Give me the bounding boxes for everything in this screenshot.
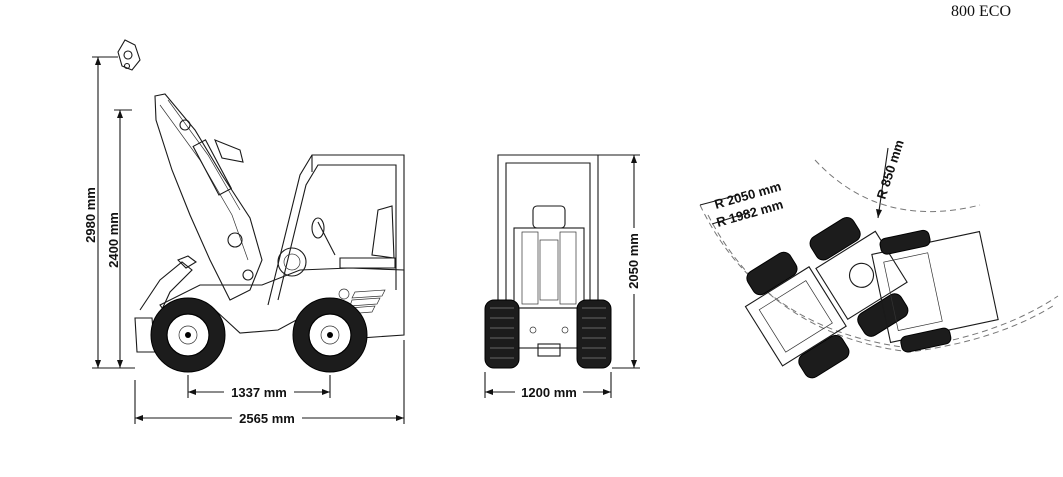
dim-2050: 2050 mm	[598, 154, 642, 369]
dim-1200: 1200 mm	[484, 372, 612, 400]
dim-label-2980: 2980 mm	[83, 187, 98, 243]
dim-label-2050: 2050 mm	[626, 233, 641, 289]
dim-r850: R 850 mm	[874, 138, 907, 219]
dim-2400: 2400 mm	[106, 109, 132, 368]
side-view: 2980 mm 2400 mm	[83, 39, 405, 426]
dim-1337: 1337 mm	[187, 375, 331, 400]
model-label: 800 ECO	[951, 3, 1011, 20]
cab	[267, 154, 405, 306]
dim-label-1337: 1337 mm	[231, 385, 287, 400]
front-tyre-right	[576, 299, 612, 369]
dim-2565: 2565 mm	[134, 340, 405, 426]
front-tyre-left	[484, 299, 520, 369]
raised-bucket	[117, 39, 141, 71]
front-view: 2050 mm 1200 mm	[484, 154, 642, 400]
front-wheel	[150, 297, 226, 373]
rear-wheel	[292, 297, 368, 373]
dim-label-1200: 1200 mm	[521, 385, 577, 400]
dim-2980: 2980 mm	[83, 56, 135, 369]
dim-label-2400: 2400 mm	[106, 212, 121, 268]
boom-arm	[154, 93, 263, 301]
top-view-turning: R 2050 mm R 1982 mm R 850 mm	[699, 138, 1059, 379]
dim-label-r850: R 850 mm	[874, 138, 907, 201]
dim-label-2565: 2565 mm	[239, 411, 295, 426]
